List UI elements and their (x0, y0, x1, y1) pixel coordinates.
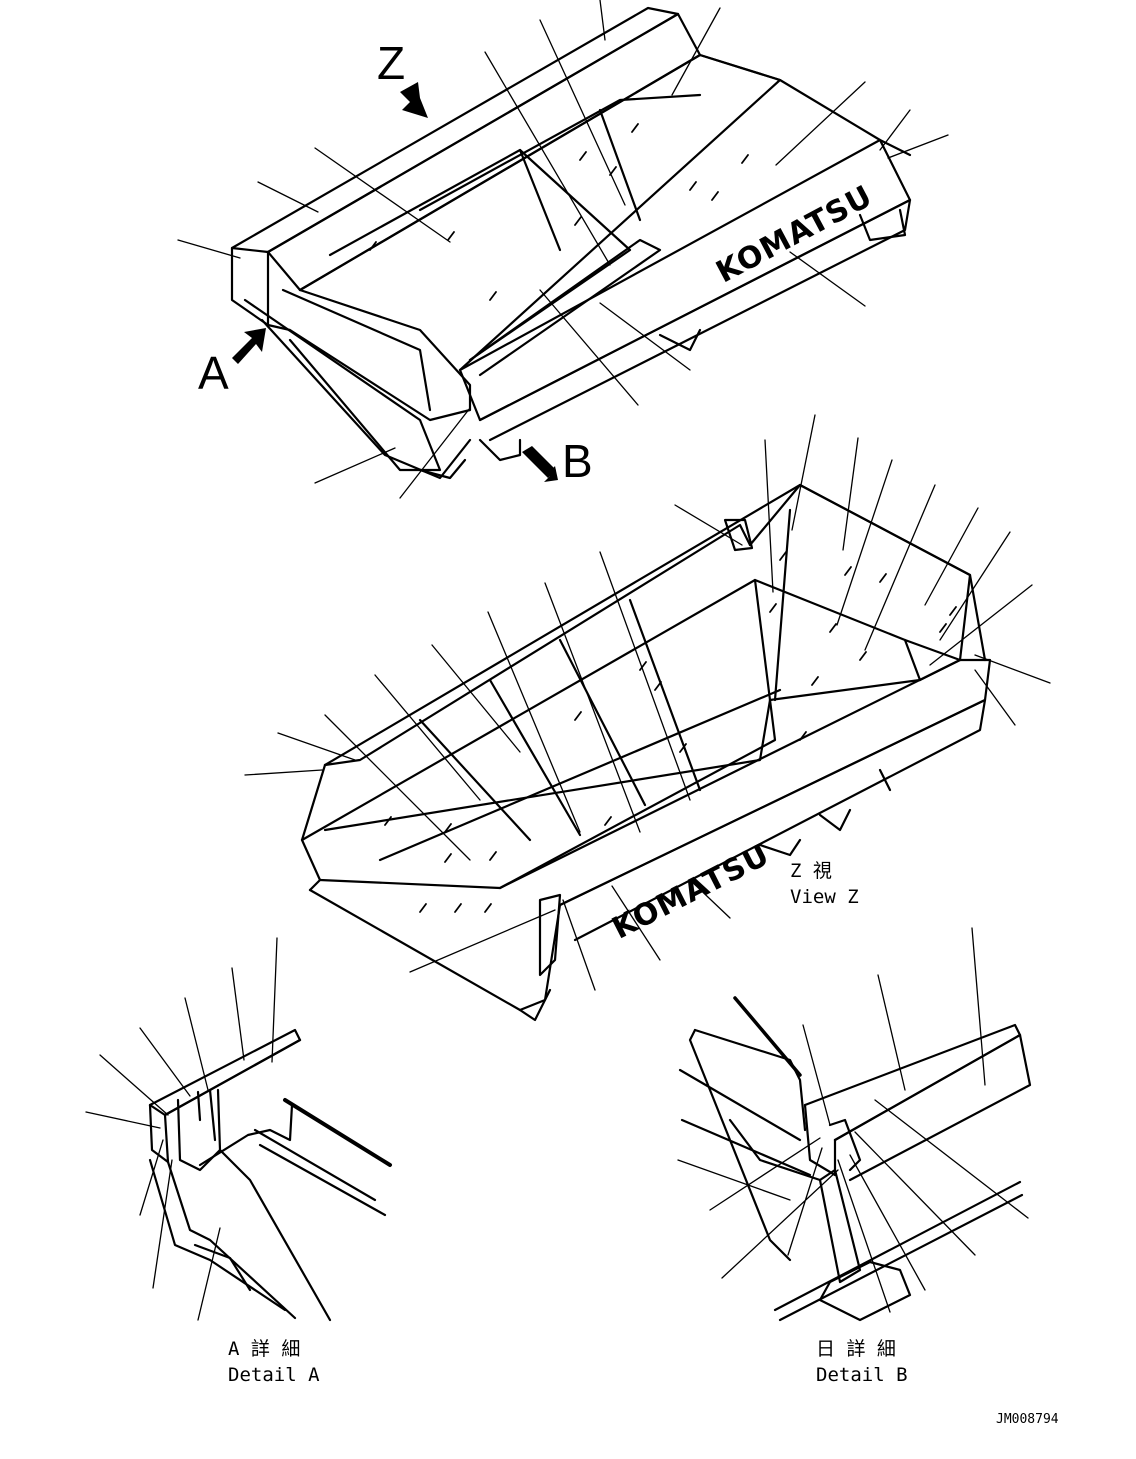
caption-detail-a-jp: A 詳 細 (228, 1338, 301, 1360)
caption-detail-b-jp: 日 詳 細 (816, 1338, 896, 1360)
caption-detail-b-en: Detail B (816, 1364, 908, 1386)
view-marker-z: Z (377, 37, 406, 89)
view-z-dump-body (244, 414, 1051, 1022)
detail-a-drawing (85, 937, 392, 1322)
caption-view-z-en: View Z (790, 886, 859, 908)
caption-view-z-jp: Z 視 (790, 860, 832, 882)
view-marker-a: A (198, 347, 229, 399)
top-view-dump-body (177, 0, 949, 499)
detail-b-drawing (677, 927, 1032, 1322)
view-marker-b: B (562, 435, 593, 487)
drawing-id: JM008794 (996, 1412, 1059, 1427)
caption-detail-a-en: Detail A (228, 1364, 320, 1386)
